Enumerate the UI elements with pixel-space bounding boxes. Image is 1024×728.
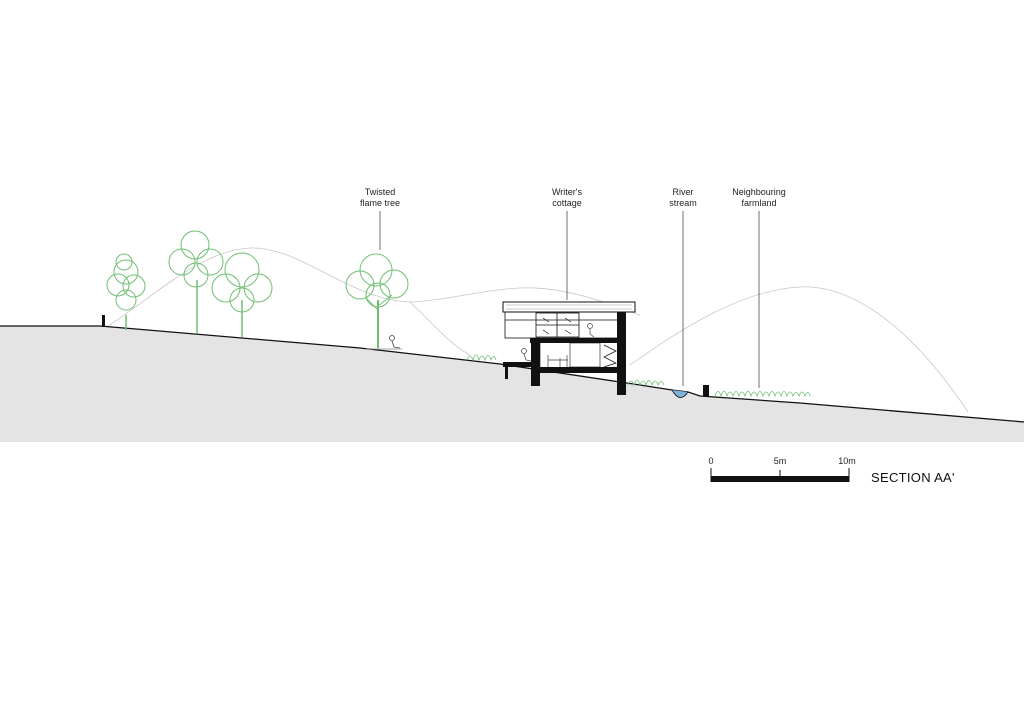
label-river-stream: River stream (669, 187, 697, 208)
background-hill-left (104, 247, 641, 329)
scale-label-0: 0 (708, 456, 714, 466)
boundary-wall (703, 385, 709, 396)
flame-tree (345, 253, 409, 348)
scale-bar (710, 468, 850, 482)
scale-label-10m: 10m (838, 456, 856, 466)
farmland-plants (714, 390, 811, 398)
shrubs-upslope (466, 354, 497, 362)
spiral-stair (603, 344, 617, 368)
figure-at-desk (587, 323, 595, 338)
shrubs-downslope (627, 379, 665, 387)
cottage-floor-slab (530, 338, 625, 343)
boundary-post (102, 315, 105, 327)
cottage-deck (503, 362, 533, 367)
figure-on-deck (521, 348, 532, 362)
cottage-window (569, 342, 601, 368)
label-writers-cottage: Writer's cottage (551, 187, 583, 208)
scale-label-5m: 5m (773, 456, 787, 466)
section-title: SECTION AA' (871, 470, 955, 485)
writers-cottage (502, 301, 636, 395)
background-hill-middle (409, 301, 471, 356)
tree-left-2 (168, 230, 224, 333)
figure-reading (366, 335, 402, 350)
label-neighbouring-farmland: Neighbouring farmland (732, 187, 786, 208)
ground-line (0, 325, 1024, 423)
tree-left-3 (211, 252, 273, 337)
cottage-roof (502, 301, 636, 313)
river-stream (671, 389, 689, 398)
label-flame-tree: Twisted flame tree (359, 187, 401, 208)
tree-left-1 (106, 253, 146, 330)
dining-chairs (547, 355, 568, 367)
ground-section (0, 326, 1024, 442)
